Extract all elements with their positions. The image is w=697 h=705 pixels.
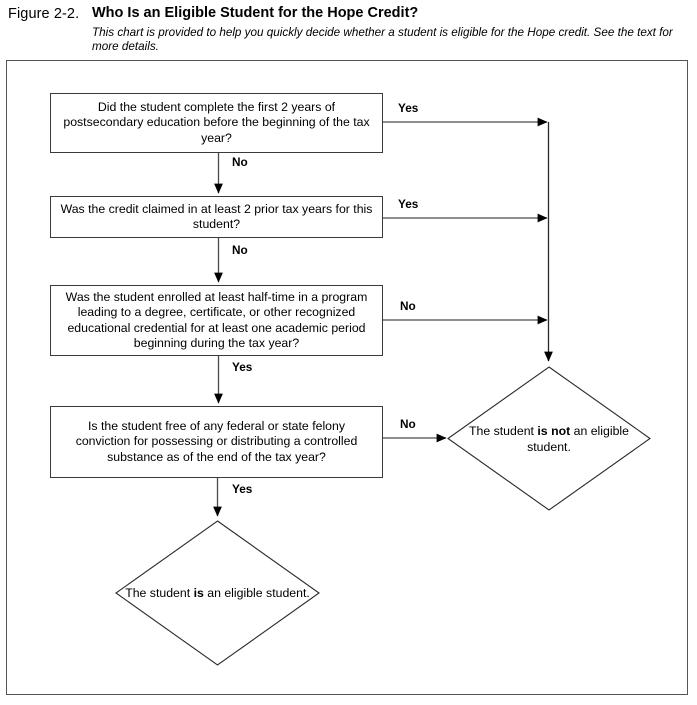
question-box-1-text: Did the student complete the first 2 yea… (63, 99, 370, 145)
eligible-pre: The student (125, 586, 194, 600)
edge-label-q4-yes: Yes (232, 482, 253, 496)
flowchart-frame (6, 60, 688, 695)
eligible-post: an eligible student. (203, 586, 310, 600)
edge-label-q4-no: No (400, 417, 416, 431)
outcome-eligible[interactable]: The student is an eligible student. (115, 520, 320, 666)
question-box-4[interactable]: Is the student free of any federal or st… (50, 406, 383, 478)
diamond-shape-eligible (115, 520, 320, 666)
not-eligible-post: an eligible student. (527, 423, 629, 454)
question-box-3-text: Was the student enrolled at least half-t… (65, 289, 368, 351)
question-box-1[interactable]: Did the student complete the first 2 yea… (50, 93, 383, 153)
edge-label-q3-no: No (400, 299, 416, 313)
edge-label-q2-yes: Yes (398, 197, 419, 211)
edge-label-q1-yes: Yes (398, 101, 419, 115)
figure-subtitle: This chart is provided to help you quick… (92, 26, 673, 53)
outcome-not-eligible-label: The student is not an eligible student. (447, 366, 651, 511)
figure-title: Who Is an Eligible Student for the Hope … (92, 5, 419, 21)
figure-number: Figure 2-2. (8, 6, 80, 22)
edge-label-q2-no: No (232, 243, 248, 257)
question-box-3[interactable]: Was the student enrolled at least half-t… (50, 285, 383, 356)
diamond-shape-not-eligible (447, 366, 651, 511)
edge-label-q1-no: No (232, 155, 248, 169)
question-box-2[interactable]: Was the credit claimed in at least 2 pri… (50, 196, 383, 238)
eligible-strong: is (193, 586, 204, 600)
outcome-not-eligible[interactable]: The student is not an eligible student. (447, 366, 651, 511)
edge-label-q3-yes: Yes (232, 360, 253, 374)
not-eligible-strong: is not (537, 423, 571, 438)
question-box-4-text: Is the student free of any federal or st… (75, 418, 358, 464)
question-box-2-text: Was the credit claimed in at least 2 pri… (60, 201, 373, 232)
not-eligible-pre: The student (469, 423, 538, 438)
figure-header: Figure 2-2. Who Is an Eligible Student f… (0, 0, 697, 60)
outcome-eligible-label: The student is an eligible student. (115, 520, 320, 666)
